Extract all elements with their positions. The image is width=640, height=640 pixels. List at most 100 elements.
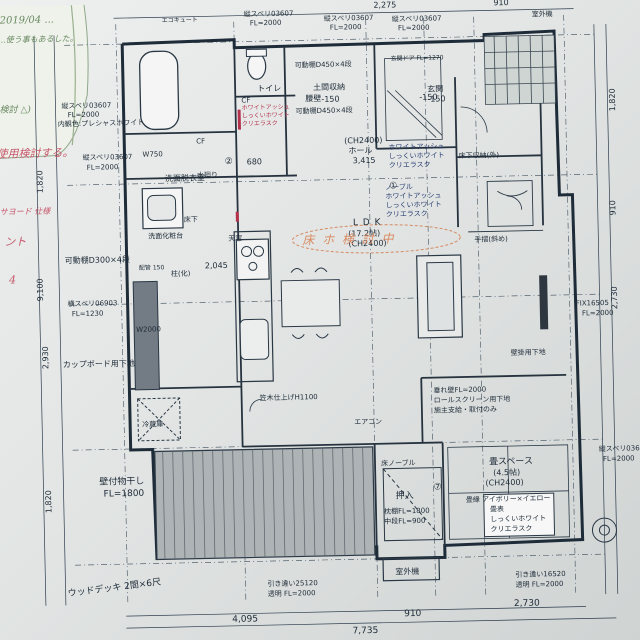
cupboard [132, 280, 160, 391]
dimension-lines [33, 8, 619, 629]
room-entrance-level: -150 [427, 94, 446, 104]
dim-left-1820b: 1,820 [43, 490, 54, 514]
dim-top-total: 2,275 [373, 0, 397, 10]
door-swings [249, 106, 523, 412]
label-outdoor-unit: 室外機 [395, 566, 420, 577]
label-handrail: 手摺(斜め) [474, 235, 508, 244]
window-top-3: 縦スベリ03607 [391, 14, 442, 24]
label-pillar: 柱(化) [170, 269, 191, 279]
label-entrance-door: 玄関ドア FL=1270 [390, 54, 444, 63]
window-fix-fl: FL=2000 [581, 308, 614, 318]
entrance-steps [384, 57, 443, 141]
label-floor: 床ノーブル [380, 459, 416, 468]
label-cf-finish-1: ホワイトアッシュ [241, 103, 290, 112]
wood-deck [154, 446, 376, 561]
window-top-2-fl: FL=2000 [329, 23, 362, 32]
label-cf-finish-2: しっくいホワイト [241, 111, 290, 120]
label-aircon: エアコン [354, 417, 383, 427]
window-top-2: 縦スベリ03607 [323, 13, 374, 23]
window-bottom-1-fl: 透明 FL=2000 [267, 589, 316, 599]
dim-left-1820a: 1,820 [35, 170, 45, 194]
hall-fixtures [468, 180, 544, 233]
window-top-1: 縦スベリ03607 [243, 9, 294, 19]
note-circled: 検討 △) [0, 105, 31, 116]
window-wash: 縦スベリ03607 [82, 152, 133, 162]
label-finish-ent-1: ホワイトアッシュ [388, 142, 445, 152]
label-pipe: 配管 150 [138, 264, 165, 272]
window-kitchen: 横スベリ06903 [67, 299, 118, 309]
window-kitchen-fl: FL=1230 [71, 309, 104, 319]
label-mat-white-1: ホワイトアッシュ [385, 191, 442, 201]
dim-bottom-910: 910 [404, 608, 422, 620]
label-floor-storage: 床下収納(外) [458, 151, 500, 161]
closet [382, 466, 444, 542]
dim-2045: 2,045 [204, 260, 228, 271]
label-mat-white-3: クリエラスク [385, 209, 428, 219]
wash-basin [146, 194, 177, 221]
room-tatami: 畳スペース [488, 456, 534, 468]
dim-top-910: 910 [493, 0, 509, 8]
label-w2000: W2000 [136, 325, 161, 334]
label-cooktop: 天窓 [228, 234, 243, 243]
room-fridge: 冷蔵庫 [142, 420, 164, 429]
label-grid-1: ① [389, 181, 398, 192]
window-bath-fl: FL=2000 [67, 110, 100, 120]
note-line: ...使う事もあるした。 [0, 34, 78, 45]
room-hall-ch: (CH2400) [344, 135, 383, 146]
label-w750: W750 [142, 150, 163, 159]
label-wall-base: 壁掛用下地 [510, 348, 546, 358]
kitchen-counter [233, 230, 274, 383]
room-toilet: トイレ [257, 83, 282, 94]
dim-left-2930: 2,930 [40, 346, 51, 370]
room-ldk: L D K [352, 217, 382, 229]
window-top-1-fl: FL=2000 [249, 18, 282, 28]
window-wash-fl: FL=2000 [86, 163, 119, 172]
outdoor-unit [382, 556, 441, 582]
notebook-page [0, 0, 89, 160]
room-dirt-storage: 土間収納 [313, 82, 346, 93]
ldk-note-outline [291, 224, 461, 254]
label-deck-shelf: 壁付物干し [99, 476, 145, 488]
kitchen-sink [239, 318, 270, 361]
notebook-margin-line [70, 5, 76, 146]
label-storage-fl2: 中段FL=900 [384, 516, 426, 526]
label-grid-2: ② [224, 156, 233, 167]
pink-markers [235, 109, 241, 222]
plant-icon [591, 517, 617, 543]
dim-bottom-2730: 2,730 [513, 598, 540, 609]
label-room-right: 室外機 [531, 10, 553, 19]
ldk-note-tag: 床 ホ 検 討 中 [302, 231, 396, 248]
burner [241, 246, 253, 258]
label-shelf-d300: 可動棚D300×4段 [64, 254, 131, 266]
fridge-space [137, 397, 181, 442]
window-top-3-fl: FL=2000 [397, 23, 430, 33]
room-storage: 押入 [395, 491, 414, 502]
tv-board [539, 275, 549, 330]
label-mizumawari: 水廻り [196, 171, 219, 180]
cooktop [235, 238, 270, 281]
label-ceiling: 施主支給・取付のみ [433, 405, 497, 415]
dim-left-9100: 9,100 [35, 278, 45, 302]
note-left-num: 4 [8, 273, 17, 287]
dim-680: 680 [246, 157, 263, 167]
room-tatami-ch: (CH2400) [485, 477, 524, 488]
dining-chairs [290, 267, 329, 339]
label-cf: CF [196, 137, 206, 146]
note-left-line: サヨード 仕様 [0, 206, 51, 217]
label-storage-fl1: 枕棚FL=1800 [383, 506, 430, 516]
burner [253, 245, 265, 257]
window-fix: FIX16505 [575, 298, 609, 308]
dim-minus150a: -150 [321, 94, 340, 104]
dim-right-2730: 2,730 [609, 286, 620, 310]
window-right-fl: FL=2000 [602, 454, 635, 464]
label-ecocute: エコキュート [161, 16, 198, 25]
note-left-mark: ント [4, 235, 27, 249]
note-pink: 使用検討する。 [0, 146, 74, 161]
label-finish-ent-3: クリエラスク [388, 160, 431, 170]
dim-right-1820: 1,820 [607, 88, 618, 112]
dim-bottom-4095: 4,095 [232, 614, 259, 625]
tatami-finish-box [483, 492, 556, 538]
